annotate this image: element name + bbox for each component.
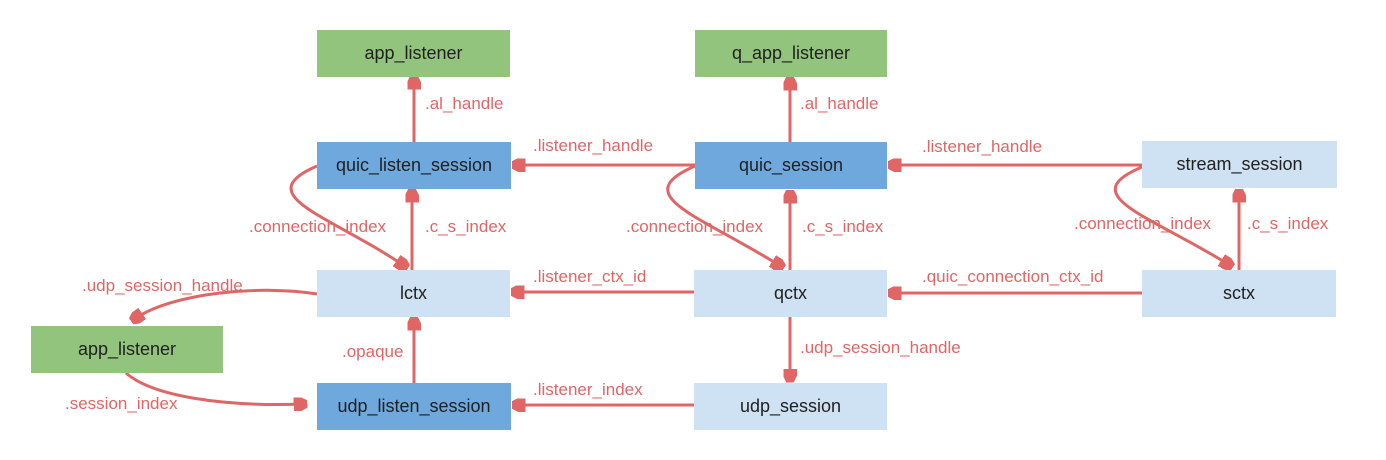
node-quic-session: quic_session — [695, 142, 887, 189]
edge-label-c-s-index-2: .c_s_index — [802, 217, 884, 236]
node-qctx: qctx — [694, 270, 887, 317]
arrow-connection-index-3 — [1113, 165, 1231, 266]
node-quic-listen-session: quic_listen_session — [317, 142, 511, 189]
arrow-connection-index-1 — [289, 164, 406, 267]
node-sctx: sctx — [1142, 270, 1336, 317]
edge-label-connection-index-1: .connection_index — [249, 217, 387, 236]
node-label: quic_session — [738, 155, 844, 175]
node-label: app_listener — [77, 339, 177, 359]
node-label: udp_listen_session — [337, 396, 491, 416]
node-label: quic_listen_session — [335, 155, 493, 175]
arrow-udp-session-handle-left — [133, 288, 318, 320]
node-label: sctx — [1222, 283, 1255, 303]
edge-label-al-handle-right: .al_handle — [800, 94, 879, 113]
node-q-app-listener: q_app_listener — [695, 30, 887, 77]
edge-label-al-handle-left: .al_handle — [425, 94, 504, 113]
node-label: app_listener — [364, 43, 463, 63]
edge-label-listener-index: .listener_index — [533, 380, 643, 399]
node-label: lctx — [400, 283, 427, 303]
edge-label-connection-index-3: .connection_index — [1074, 214, 1212, 233]
node-udp-listen-session: udp_listen_session — [317, 383, 511, 430]
arrow-connection-index-2 — [666, 164, 782, 267]
node-stream-session: stream_session — [1142, 141, 1337, 188]
node-label: q_app_listener — [731, 43, 851, 63]
edge-label-connection-index-2: .connection_index — [626, 217, 764, 236]
node-app-listener-top: app_listener — [317, 30, 510, 77]
edge-label-session-index: .session_index — [65, 394, 178, 413]
edge-label-udp-session-handle-left: .udp_session_handle — [82, 276, 243, 295]
node-label: qctx — [773, 283, 807, 303]
edge-label-quic-connection-ctx-id: .quic_connection_ctx_id — [922, 267, 1104, 286]
arrow-session-index — [125, 371, 305, 404]
node-label: stream_session — [1176, 154, 1303, 174]
edge-label-udp-session-handle-right: .udp_session_handle — [800, 338, 961, 357]
node-app-listener-bottom: app_listener — [31, 326, 223, 373]
node-label: udp_session — [739, 396, 842, 416]
edge-label-listener-handle-right: .listener_handle — [922, 137, 1043, 156]
node-lctx: lctx — [317, 270, 510, 317]
edge-label-c-s-index-3: .c_s_index — [1247, 214, 1329, 233]
edge-label-listener-handle-left: .listener_handle — [533, 136, 654, 155]
node-udp-session: udp_session — [694, 383, 887, 430]
edge-label-c-s-index-1: .c_s_index — [425, 217, 507, 236]
edge-label-opaque: .opaque — [342, 342, 404, 361]
edge-label-listener-ctx-id: .listener_ctx_id — [533, 267, 647, 286]
